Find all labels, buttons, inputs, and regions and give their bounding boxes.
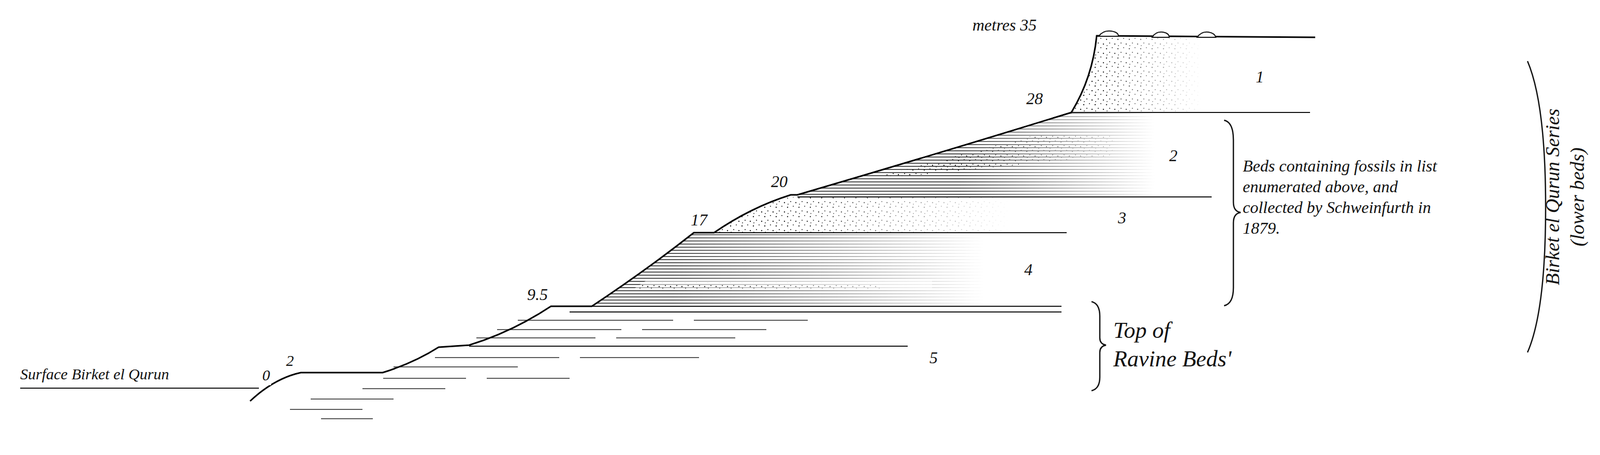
height-mark: 17: [689, 209, 709, 230]
bed-number: 2: [1168, 144, 1179, 166]
fossil-note: Beds containing fossils in list enumerat…: [1242, 155, 1450, 239]
height-mark: 28: [1025, 88, 1044, 109]
height-mark: 2: [285, 350, 296, 371]
height-mark: 9.5: [526, 283, 549, 305]
bed-number: 5: [928, 346, 939, 368]
ravine-beds-note: Top of Ravine Beds': [1113, 315, 1234, 373]
series-label: Birket el Qurun Series (lower beds): [1540, 85, 1590, 309]
bed-number: 4: [1023, 258, 1034, 280]
height-mark: 20: [769, 170, 789, 192]
bed-number: 3: [1116, 207, 1128, 228]
surface-label: Surface Birket el Qurun: [20, 364, 169, 384]
height-mark: metres 35: [971, 14, 1038, 36]
bed-number: 1: [1254, 66, 1265, 87]
height-mark: 0: [261, 365, 272, 385]
